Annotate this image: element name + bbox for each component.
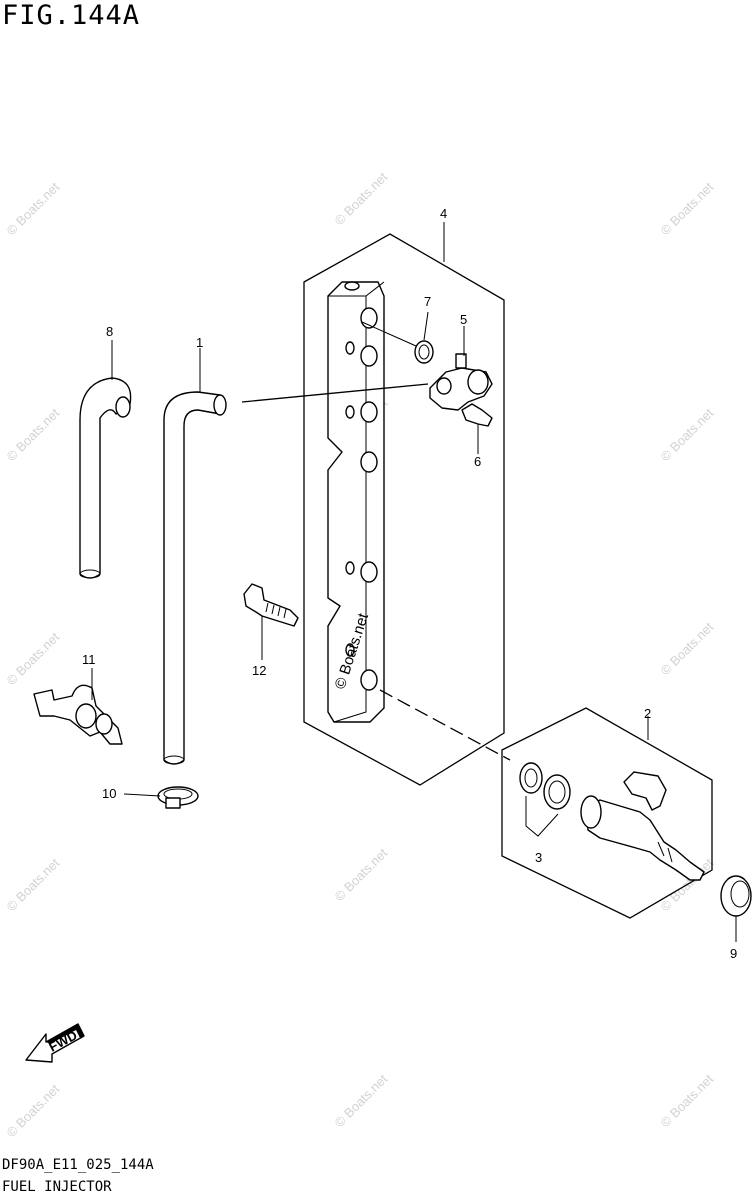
o-ring-7: [414, 340, 434, 364]
callout-3: 3: [535, 850, 542, 865]
figure-title: FIG.144A: [2, 0, 141, 31]
watermark: © Boats.net: [4, 1081, 63, 1140]
callout-5: 5: [460, 312, 467, 327]
watermark: © Boats.net: [4, 855, 63, 914]
hose-clamp-10: [157, 786, 199, 809]
seal-3: [519, 762, 571, 810]
callout-6: 6: [474, 454, 481, 469]
watermark: © Boats.net: [658, 405, 717, 464]
watermark: © Boats.net: [658, 619, 717, 678]
clip-11: [33, 684, 123, 745]
watermark: © Boats.net: [332, 169, 391, 228]
watermark: © Boats.net: [4, 179, 63, 238]
connection-line: [241, 383, 429, 403]
watermark: © Boats.net: [4, 629, 63, 688]
bolt-12: [243, 583, 299, 627]
cap-9: [720, 875, 752, 917]
callout-8: 8: [106, 324, 113, 339]
callout-9: 9: [730, 946, 737, 961]
bolt-6: [461, 403, 493, 427]
hose-1: [163, 391, 221, 765]
dashed-connection: [379, 689, 511, 761]
watermark: © Boats.net: [658, 1071, 717, 1130]
leader-lines: [91, 222, 737, 942]
joint-5: [429, 353, 493, 411]
watermark: © Boats.net: [658, 179, 717, 238]
diagram-code: DF90A_E11_025_144A: [2, 1157, 154, 1173]
callout-2: 2: [644, 706, 651, 721]
callout-4: 4: [440, 206, 447, 221]
callout-1: 1: [196, 335, 203, 350]
watermark: © Boats.net: [332, 1071, 391, 1130]
watermark: © Boats.net: [4, 405, 63, 464]
callout-12: 12: [252, 663, 266, 678]
callout-10: 10: [102, 786, 116, 801]
watermark: © Boats.net: [332, 845, 391, 904]
fuel-injector-2: [580, 771, 705, 881]
assembly-frame-4: [303, 233, 505, 786]
assembly-frame-2: [501, 707, 713, 919]
diagram-caption: FUEL INJECTOR: [2, 1179, 112, 1195]
callout-11: 11: [82, 652, 96, 667]
forward-label: FWD: [46, 1028, 79, 1055]
callout-7: 7: [424, 294, 431, 309]
forward-indicator: FWD: [25, 1023, 85, 1063]
